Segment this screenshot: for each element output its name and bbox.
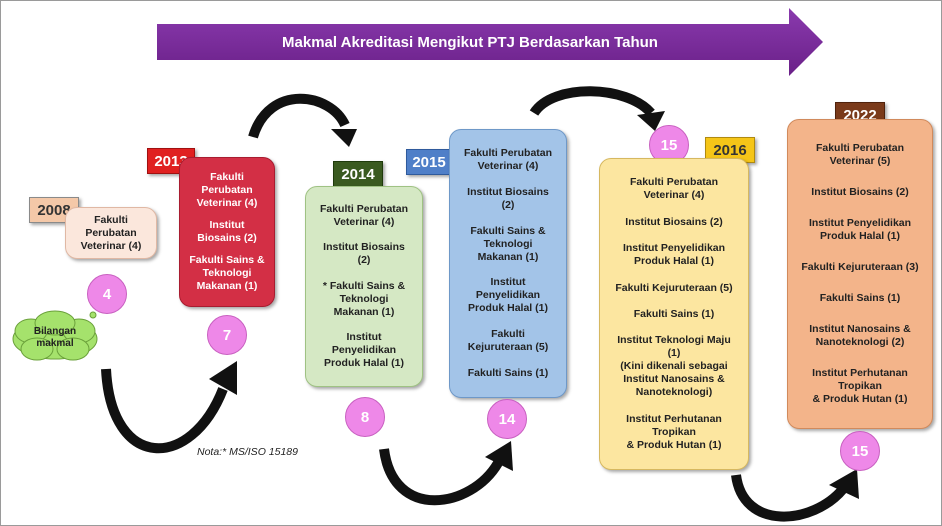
cloud-label-line2: makmal	[36, 338, 74, 349]
entry-2016-4: Fakulti Kejuruteraan (5)	[615, 281, 733, 294]
entry-2015-3: Fakulti Sains & Teknologi Makanan (1)	[470, 224, 546, 263]
count-2008: 4	[87, 274, 127, 314]
entry-2014-2: Institut Biosains (2)	[323, 241, 405, 267]
cloud-shape	[12, 306, 102, 361]
entry-2015-6: Fakulti Sains (1)	[467, 367, 549, 380]
entry-2016-1: Fakulti Perubatan Veterinar (4)	[629, 176, 719, 202]
entry-2016-3: Institut Penyelidikan Produk Halal (1)	[622, 242, 726, 268]
entry-2022-3: Institut Penyelidikan Produk Halal (1)	[808, 217, 912, 242]
entry-2013-3: Fakulti Sains & Teknologi Makanan (1)	[189, 254, 265, 292]
entry-2016-5: Fakulti Sains (1)	[633, 307, 715, 320]
footnote: Nota:* MS/ISO 15189	[197, 446, 298, 458]
card-2015: Fakulti Perubatan Veterinar (4) Institut…	[449, 129, 567, 398]
entry-2014-4: Institut Penyelidikan Produk Halal (1)	[324, 330, 404, 369]
entry-2022-4: Fakulti Kejuruteraan (3)	[801, 261, 919, 273]
card-2008: Fakulti Perubatan Veterinar (4)	[65, 207, 157, 259]
card-2013: Fakulti Perubatan Veterinar (4) Institut…	[179, 157, 275, 307]
count-2013: 7	[207, 315, 247, 355]
curve-arrow-2014-2015-head	[485, 441, 513, 471]
card-2014: Fakulti Perubatan Veterinar (4) Institut…	[305, 186, 423, 387]
count-2022: 15	[840, 431, 880, 471]
title-banner-arrow	[157, 8, 823, 76]
curve-arrow-2015-2016-head	[637, 111, 665, 131]
curve-arrow-2014-2015	[379, 448, 503, 506]
curve-arrow-2015-2016	[529, 86, 655, 117]
entry-2015-5: Fakulti Kejuruteraan (5)	[467, 328, 549, 354]
entry-2014-3: * Fakulti Sains & Teknologi Makanan (1)	[322, 279, 406, 318]
entry-2016-2: Institut Biosains (2)	[625, 215, 723, 228]
year-label-2016: 2016	[705, 137, 755, 163]
entry-2022-5: Fakulti Sains (1)	[819, 292, 901, 304]
curve-arrow-2008-2013	[101, 368, 228, 454]
entry-2008-1: Fakulti Perubatan Veterinar (4)	[80, 213, 142, 252]
curve-arrow-2013-2014-head	[331, 129, 357, 147]
entry-2013-2: Institut Biosains (2)	[197, 219, 257, 244]
curve-arrow-2013-2014	[248, 93, 350, 139]
entry-2015-4: Institut Penyelidikan Produk Halal (1)	[468, 276, 548, 315]
entry-2022-6: Institut Nanosains & Nanoteknologi (2)	[809, 323, 911, 348]
entry-2022-1: Fakulti Perubatan Veterinar (5)	[815, 142, 905, 167]
card-2016: Fakulti Perubatan Veterinar (4) Institut…	[599, 158, 749, 470]
entry-2014-1: Fakulti Perubatan Veterinar (4)	[319, 203, 409, 229]
chart-title: Makmal Akreditasi Mengikut PTJ Berdasark…	[282, 33, 658, 51]
cloud-label: Bilangan makmal	[15, 321, 95, 355]
curve-arrow-2008-2013-head	[209, 361, 237, 395]
cloud-label-line1: Bilangan	[33, 326, 77, 337]
card-2022: Fakulti Perubatan Veterinar (5) Institut…	[787, 119, 933, 429]
entry-2013-1: Fakulti Perubatan Veterinar (4)	[196, 171, 258, 209]
count-2014: 8	[345, 397, 385, 437]
curve-arrow-2016-2022-head	[829, 469, 859, 499]
entry-2016-7: Institut Perhutanan Tropikan & Produk Hu…	[626, 412, 722, 451]
count-2015: 14	[487, 399, 527, 439]
curve-arrow-2016-2022	[731, 474, 847, 522]
entry-2022-7: Institut Perhutanan Tropikan & Produk Hu…	[812, 367, 908, 405]
entry-2015-2: Institut Biosains (2)	[467, 185, 549, 211]
year-label-2014: 2014	[333, 161, 383, 187]
year-label-2015: 2015	[406, 149, 452, 175]
entry-2015-1: Fakulti Perubatan Veterinar (4)	[463, 146, 553, 172]
entry-2016-6: Institut Teknologi Maju (1) (Kini dikena…	[617, 334, 731, 399]
entry-2022-2: Institut Biosains (2)	[811, 186, 909, 198]
